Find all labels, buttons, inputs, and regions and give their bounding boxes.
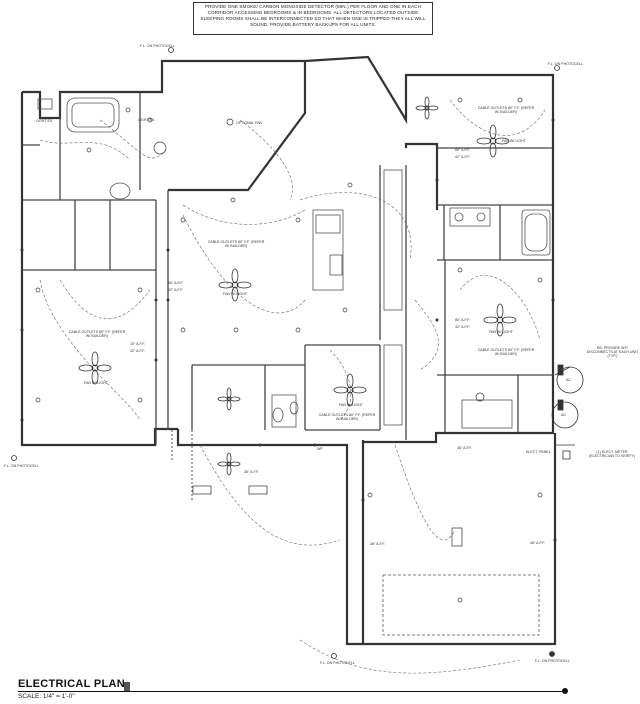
electric-meter-note: (1) ELECT. METER (ELECTRICIAN TO VERIFY) xyxy=(589,450,635,458)
ac-unit-label: AC xyxy=(561,413,566,417)
fan-with-light-symbol xyxy=(476,124,510,158)
title-underline-end xyxy=(562,688,568,694)
ac-unit-label: AC xyxy=(566,378,571,382)
fan-with-light-label: FAN W/ LIGHT xyxy=(84,381,108,385)
ceiling-fans xyxy=(78,96,517,476)
mounting-height-label: 42" A.F.F. xyxy=(455,325,471,329)
fan-with-light-label: FAN W/ LIGHT xyxy=(489,330,513,334)
wiring-arcs xyxy=(39,99,546,674)
mounting-height-label: 10" A.F.F. xyxy=(130,342,146,346)
fan-with-light-symbol xyxy=(333,373,367,407)
light-exhaust-label: LIGHT EX. xyxy=(138,118,156,122)
cable-outlets-note: CABLE OUTLETS 80" F.F. (REFER W/ BUILDER… xyxy=(68,330,126,338)
photocell-label-top-left: F.L. ON PHOTOCELL xyxy=(140,44,175,48)
optional-fan-label: OPTIONAL FAN xyxy=(236,121,263,125)
drawing-scale: SCALE: 1/4" = 1'-0" xyxy=(18,693,75,700)
weatherproof-outlet-label: WP xyxy=(317,447,323,451)
mounting-height-label: 36" A.F.F. xyxy=(457,446,473,450)
mounting-height-label: 60" A.F.F. xyxy=(168,281,184,285)
drawing-title: ELECTRICAL PLAN xyxy=(18,678,125,690)
fan-symbol xyxy=(415,96,439,120)
exterior-walls xyxy=(20,55,557,646)
cable-outlets-note: CABLE OUTLETS 80" F.F. (REFER W/ BUILDER… xyxy=(477,348,535,356)
cable-outlets-note: CABLE OUTLETS 80" F.F. (REFER W/ BUILDER… xyxy=(207,240,265,248)
electrical-panel-label: ELECT. PANEL xyxy=(526,450,551,454)
light-fixtures xyxy=(35,97,543,603)
mounting-height-label: 36" A.F.F. xyxy=(244,470,260,474)
mounting-height-label: 42" A.F.F. xyxy=(168,288,184,292)
light-exhaust-label: LIGHT EX. xyxy=(36,119,54,123)
fan-with-light-symbol xyxy=(483,303,517,337)
title-marker xyxy=(124,682,130,692)
fan-with-light-label: FAN W/ LIGHT xyxy=(223,292,247,296)
mounting-height-label: 36" A.F.F. xyxy=(530,541,546,545)
fan-symbol xyxy=(217,387,241,411)
exterior-elements xyxy=(11,47,584,659)
mounting-height-label: 42" A.F.F. xyxy=(130,349,146,353)
photocell-label-bottom-left: F.L. ON PHOTOCELL xyxy=(320,661,355,665)
general-note-smoke-detectors: PROVIDE ONE SMOKE/ CARBON MONOXIDE DETEC… xyxy=(193,2,433,35)
disconnect-note: RE: PROVIDE W.P. DISCONNECTS AT EACH UNI… xyxy=(586,346,639,358)
fixtures xyxy=(37,97,551,636)
title-underline xyxy=(18,691,566,693)
mounting-height-label: 36" A.F.F. xyxy=(370,542,386,546)
photocell-label-bottom-right: F.L. ON PHOTOCELL xyxy=(535,659,570,663)
mounting-height-label: 42" A.F.F. xyxy=(455,155,471,159)
fan-with-light-label: FAN W/ LIGHT xyxy=(339,403,363,407)
fan-with-light-symbol xyxy=(78,351,112,385)
mounting-height-label: 80" A.F.F. xyxy=(455,318,471,322)
cable-outlets-note: CABLE OUTLETS 80" F.F. (REFER W/ BUILDER… xyxy=(477,106,535,114)
interior-walls xyxy=(22,92,553,445)
outlets xyxy=(20,118,557,542)
fan-symbol xyxy=(217,452,241,476)
cable-outlets-note: CABLE OUTLETS 80" F.F. (REFER W/ BUILDER… xyxy=(318,413,376,421)
mounting-height-label: 80" A.F.F. xyxy=(455,148,471,152)
photocell-label-left: F.L. ON PHOTOCELL xyxy=(4,464,39,468)
fan-with-light-symbol xyxy=(218,268,252,302)
photocell-label-top-right: F.L. ON PHOTOCELL xyxy=(548,62,583,66)
fan-with-light-label: FAN W/ LIGHT xyxy=(502,139,526,143)
